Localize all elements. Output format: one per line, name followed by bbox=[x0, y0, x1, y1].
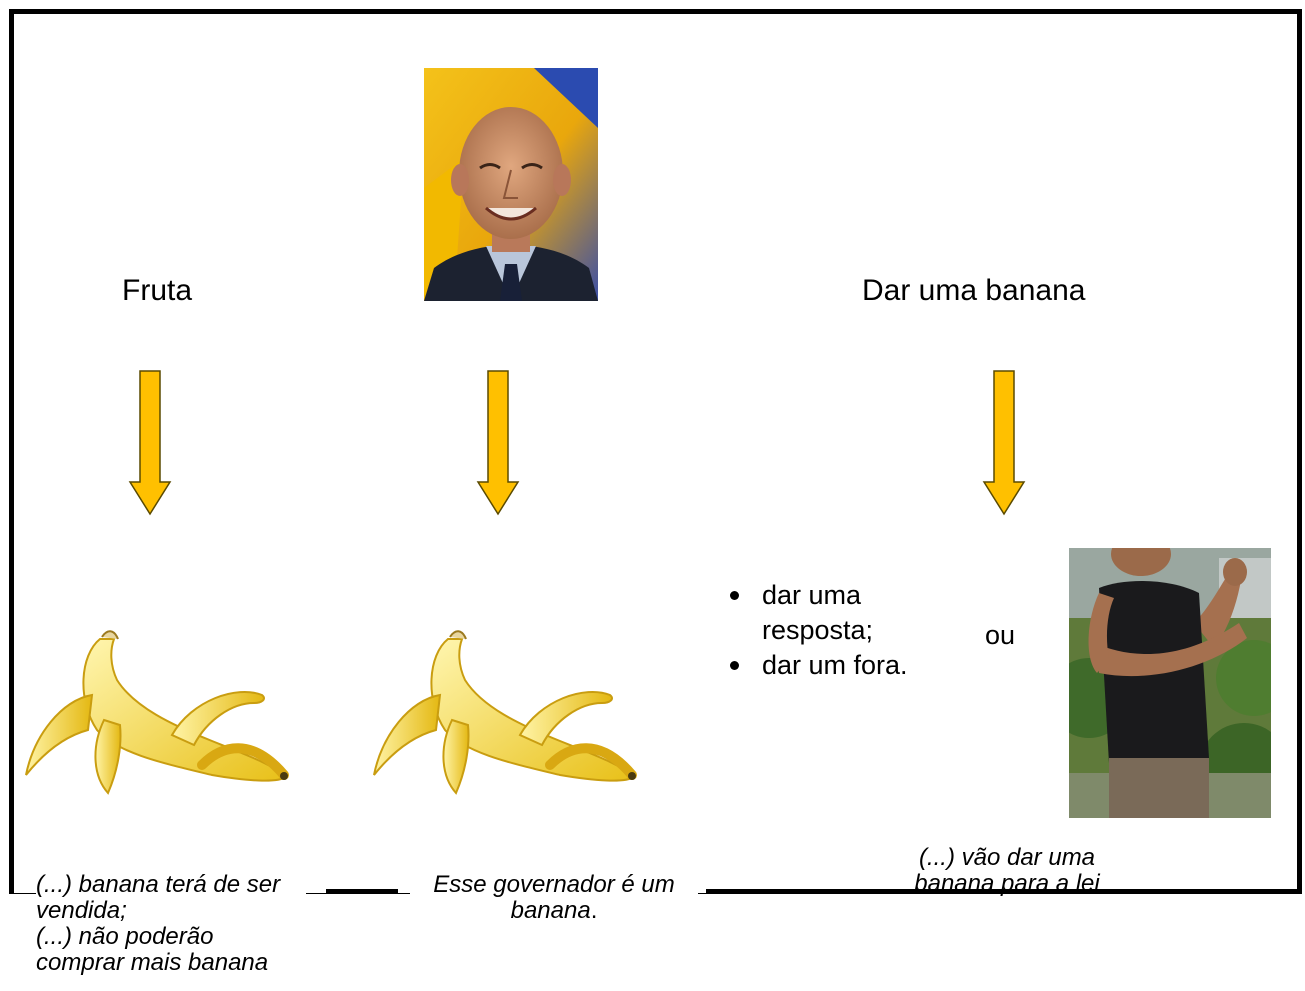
caption-middle-text: Esse governador é um bbox=[433, 871, 675, 898]
politician-photo bbox=[424, 68, 598, 301]
caption-left-line-1: (...) banana terá de ser vendida; bbox=[36, 871, 281, 924]
bullet-list: dar uma resposta; dar um fora. bbox=[722, 578, 952, 683]
caption-left-line-2: (...) não poderão comprar mais banana bbox=[36, 923, 269, 976]
caption-middle-word: banana bbox=[510, 897, 591, 924]
gesture-photo bbox=[1069, 548, 1271, 818]
arrow-down-middle bbox=[476, 370, 520, 516]
banana-image-left bbox=[25, 630, 289, 795]
caption-left: (...) banana terá de ser vendida; (...) … bbox=[36, 872, 306, 976]
ou-label: ou bbox=[985, 620, 1016, 650]
caption-right-text: (...) vão dar uma banana para a lei bbox=[914, 844, 1100, 897]
banana-image-middle bbox=[373, 630, 637, 795]
caption-middle-period: . bbox=[590, 897, 598, 924]
bullet-item: dar uma resposta; bbox=[722, 578, 952, 648]
caption-middle: Esse governador é um banana. bbox=[410, 872, 698, 924]
heading-dar-uma-banana: Dar uma banana bbox=[862, 274, 1086, 307]
bullet-item: dar um fora. bbox=[722, 648, 952, 683]
caption-right: (...) vão dar uma banana para a lei bbox=[892, 845, 1122, 897]
heading-fruta: Fruta bbox=[122, 274, 193, 307]
arrow-down-left bbox=[128, 370, 172, 516]
arrow-down-right bbox=[982, 370, 1026, 516]
